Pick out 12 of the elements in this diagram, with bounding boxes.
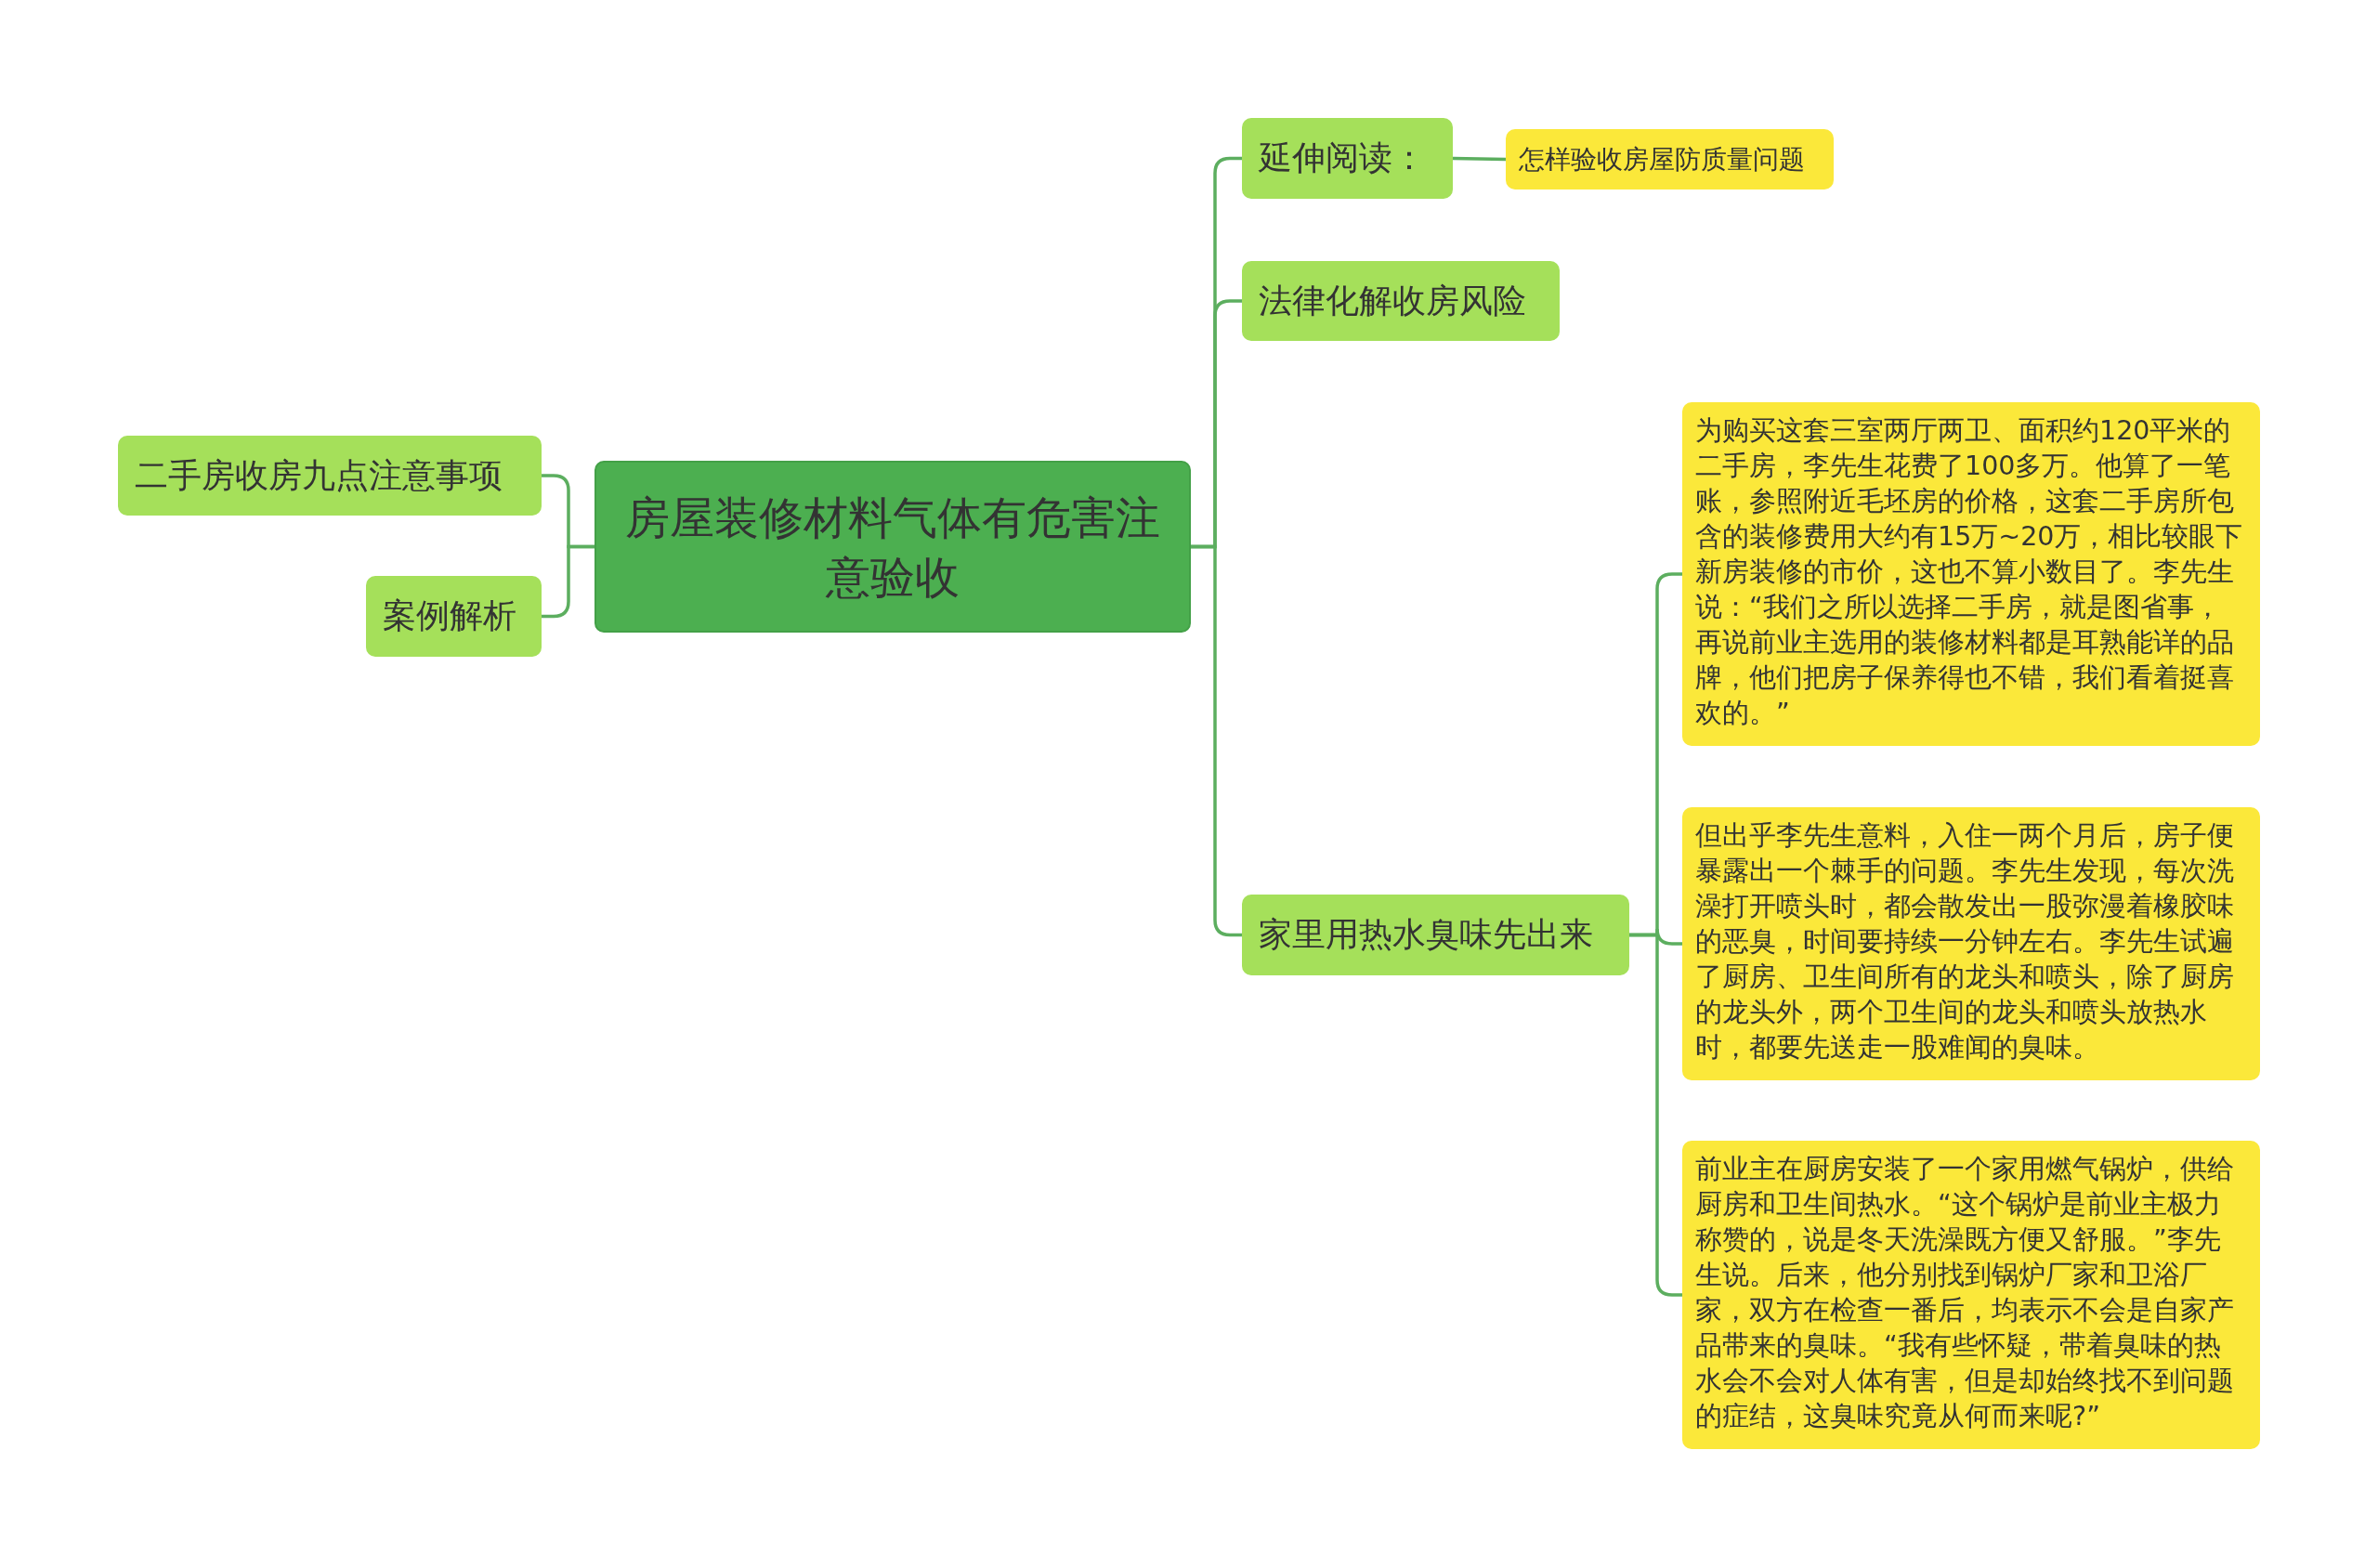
- central-topic: 房屋装修材料气体有危害注意验收: [594, 461, 1191, 633]
- connector-line: [1452, 156, 1507, 162]
- topic-box: 二手房收房九点注意事项: [118, 436, 542, 516]
- connector-line: [1629, 933, 1682, 1297]
- text-card: 前业主在厨房安装了一个家用燃气锅炉，供给厨房和卫生间热水。“这个锅炉是前业主极力称赞的，说是冬天洗澡既方便又舒服。”李先生说。后来，他分别找到锅炉厂家和卫浴厂家，双方在检查一番后，均表示不会是自家产品带来的臭味。“我有些怀疑，带着臭味的热水会不会对人体有害，但是却始终找不到问题的症结，这臭味究竟从何而来呢?”: [1682, 1141, 2260, 1449]
- text-card: 但出乎李先生意料，入住一两个月后，房子便暴露出一个棘手的问题。李先生发现，每次洗澡打开喷头时，都会散发出一股弥漫着橡胶味的恶臭，时间要持续一分钟左右。李先生试遍了厨房、卫生间所有的龙头和喷头，除了厨房的龙头外，两个卫生间的龙头和喷头放热水时，都要先送走一股难闻的臭味。: [1682, 807, 2260, 1080]
- note-box: 怎样验收房屋防质量问题: [1506, 129, 1834, 189]
- topic-box: 法律化解收房风险: [1242, 261, 1560, 341]
- topic-box: 案例解析: [366, 576, 542, 657]
- text-card: 为购买这套三室两厅两卫、面积约120平米的二手房，李先生花费了100多万。他算了一笔账，参照附近毛坯房的价格，这套二手房所包含的装修费用大约有15万~20万，相比较眼下新房装修的市价，这也不算小数目了。李先生说：“我们之所以选择二手房，就是图省事，再说前业主选用的装修材料都是耳熟能详的品牌，他们把房子保养得也不错，我们看着挺喜欢的。”: [1682, 402, 2260, 746]
- topic-box: 家里用热水臭味先出来: [1242, 895, 1629, 975]
- topic-box: 延伸阅读：: [1242, 118, 1453, 199]
